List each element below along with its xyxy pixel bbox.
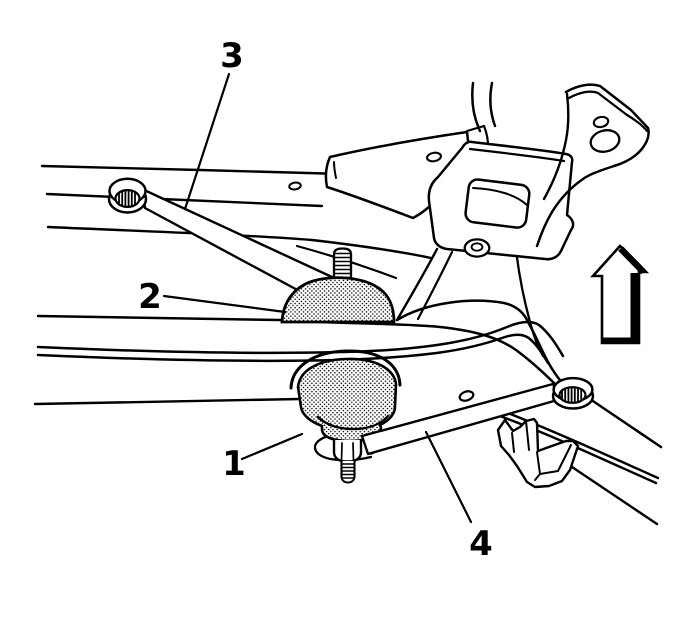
plate-top-inner-line	[468, 147, 566, 163]
lower-leg-edge-b	[416, 250, 454, 321]
right-bracket-large-hole	[589, 129, 621, 153]
v-clip-inner-lines	[511, 420, 572, 481]
rail-line-middle	[45, 192, 324, 208]
plate-grommet-inner	[470, 242, 484, 252]
leg-right-edge	[514, 248, 545, 358]
right-bracket	[535, 83, 650, 248]
callout-4-leader	[424, 430, 473, 524]
plate-window-inner-arc	[472, 187, 528, 206]
callout-4-label: 4	[469, 524, 493, 564]
plate-window-hole	[464, 178, 531, 229]
callout-3-leader	[183, 72, 231, 211]
right-bracket-left-edge	[542, 92, 570, 201]
v-clip-bracket	[496, 417, 580, 489]
up-arrow-thick-bottom	[602, 337, 639, 343]
bracket-arm-tick	[333, 161, 337, 179]
rail-line-top	[40, 164, 345, 176]
diagonal-lower	[570, 465, 659, 526]
callout-2-leader	[162, 294, 287, 314]
mount-2-dome	[280, 276, 396, 324]
callout-1-label: 1	[222, 444, 246, 484]
up-arrow-thick-head	[618, 246, 646, 275]
rail-line-bottom	[46, 225, 433, 260]
callout-3-label: 3	[220, 36, 244, 76]
right-bracket-top-inner	[567, 90, 629, 117]
mount-1-lip-arc	[316, 414, 390, 431]
right-bracket-outline	[535, 83, 650, 248]
right-bracket-small-hole	[592, 115, 610, 129]
crossmember-mid-edge	[36, 320, 565, 358]
diagonal-after-ring	[582, 393, 663, 449]
leg-foot-a	[465, 124, 486, 133]
upper-leg-line-b	[489, 81, 497, 128]
mount-part-1	[289, 349, 402, 484]
mount-1-cap-rim	[289, 349, 402, 390]
right-bracket-beak-inner	[625, 113, 649, 133]
mount-1-nut-face-b	[352, 442, 355, 462]
leg-bottom-sweep	[395, 299, 570, 392]
lower-rail-line	[33, 397, 302, 406]
mount-1-nut-face-a	[340, 442, 343, 462]
upper-leg-line-a	[471, 81, 482, 133]
crossmember-small-hole	[458, 390, 475, 402]
crossmember-lines	[33, 244, 663, 526]
diagonal-pair-a	[493, 406, 660, 480]
center-bracket	[324, 81, 575, 322]
up-arrow-thick-right	[630, 273, 639, 343]
crossmember-lower-edge	[36, 333, 550, 365]
callouts: 3 2 1 4	[138, 36, 493, 564]
mount-part-2	[280, 247, 396, 324]
callout-2-label: 2	[138, 277, 162, 317]
lower-leg-edge-a	[395, 247, 439, 322]
up-arrow-icon	[590, 244, 650, 345]
callout-1-leader	[240, 432, 304, 461]
rail-hole	[288, 181, 302, 191]
wrench-tool-3	[107, 177, 334, 295]
mount-1-stud-threads	[341, 463, 355, 479]
mount-2-stud-threads	[334, 252, 351, 279]
mount-1-nut	[332, 438, 363, 463]
frame-rail-lines	[40, 164, 433, 260]
bracket-arm-hole	[426, 151, 442, 163]
wrench-tool-4	[360, 376, 595, 456]
